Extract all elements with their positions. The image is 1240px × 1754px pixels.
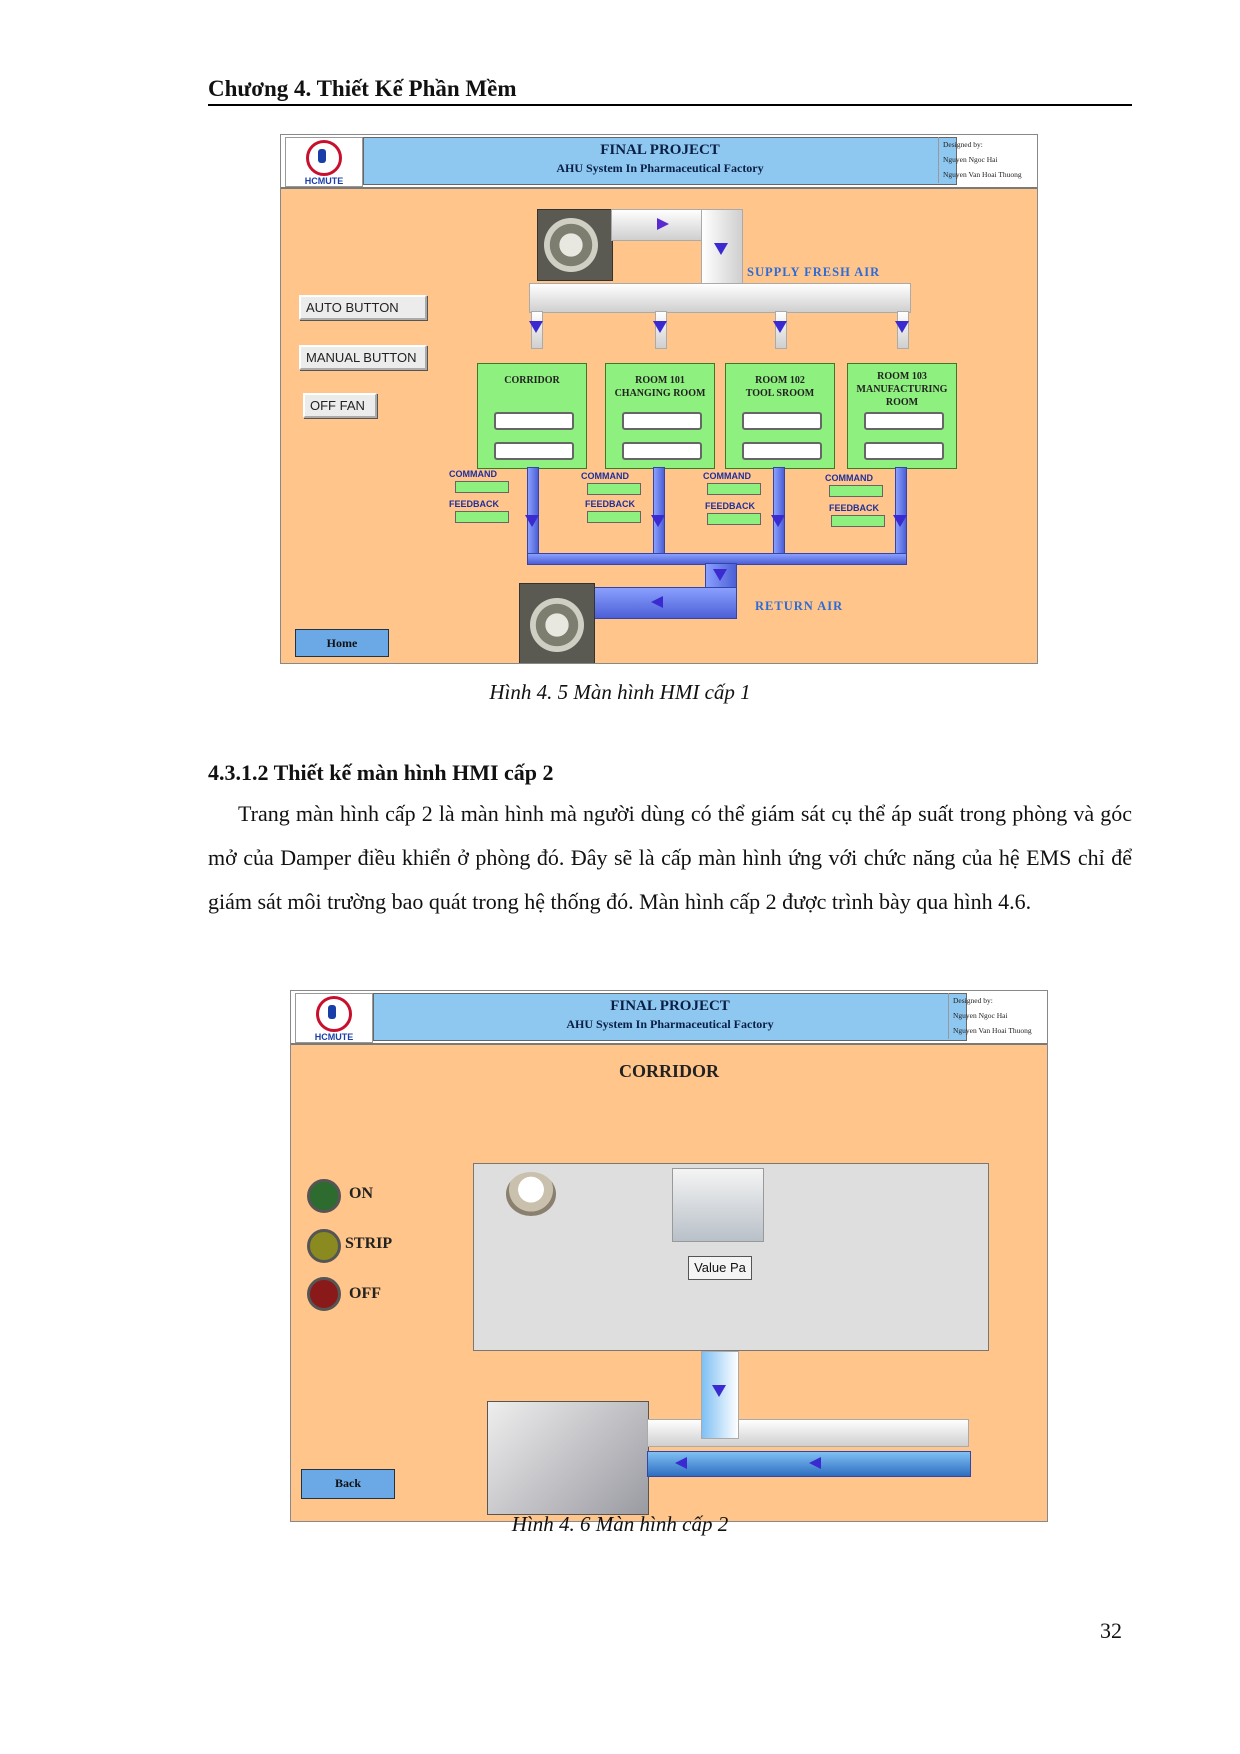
section-paragraph: Trang màn hình cấp 2 là màn hình mà ngườ… (208, 801, 1132, 914)
supply-duct (647, 1419, 969, 1447)
command-label-room102: COMMAND (703, 471, 751, 481)
off-fan-button[interactable]: OFF FAN (303, 393, 377, 418)
drop-arrow-room101 (653, 321, 667, 333)
feedback-label-room101: FEEDBACK (585, 499, 636, 509)
feedback-bar-room102 (707, 513, 761, 525)
pressure-value-field[interactable]: Value Pa (688, 1256, 752, 1280)
drop-arrow-room102 (773, 321, 787, 333)
chapter-header: Chương 4. Thiết Kế Phần Mềm (208, 76, 517, 101)
command-bar-room102 (707, 483, 761, 495)
command-label-room103: COMMAND (825, 473, 873, 483)
home-button[interactable]: Home (295, 629, 389, 657)
ahu-box (487, 1401, 649, 1515)
feedback-label-room103: FEEDBACK (829, 503, 880, 513)
supply-fan (537, 209, 613, 281)
page-number: 32 (1100, 1618, 1122, 1643)
hmi-level1-screen: HCMUTE FINAL PROJECT AHU System In Pharm… (280, 134, 1038, 664)
return-arrow-1 (675, 1457, 687, 1469)
back-button[interactable]: Back (301, 1469, 395, 1499)
supply-arrow-right (657, 218, 669, 230)
hmi-level2-screen: HCMUTE FINAL PROJECT AHU System In Pharm… (290, 990, 1048, 1522)
feedback-bar-corridor (455, 511, 509, 523)
lamp-off-indicator (307, 1277, 341, 1311)
damper-arrow-down (712, 1385, 726, 1397)
feedback-label-corridor: FEEDBACK (449, 499, 500, 509)
section-heading: 4.3.1.2 Thiết kế màn hình HMI cấp 2 (208, 760, 554, 785)
command-bar-corridor (455, 481, 509, 493)
project-title: FINAL PROJECT (600, 142, 720, 158)
feedback-label-room102: FEEDBACK (705, 501, 756, 511)
project-subtitle: AHU System In Pharmaceutical Factory (556, 161, 764, 175)
hmi-title-bar: HCMUTE FINAL PROJECT AHU System In Pharm… (281, 135, 1037, 189)
return-duct-bottom (591, 587, 737, 619)
auto-button[interactable]: AUTO BUTTON (299, 295, 427, 320)
project-title: FINAL PROJECT (610, 998, 730, 1014)
lamp-off-label: OFF (349, 1285, 381, 1302)
return-arrow-room103 (893, 515, 907, 527)
room-title: CORRIDOR (618, 1061, 719, 1081)
supply-header-duct (529, 283, 911, 313)
header-rule (208, 104, 1132, 106)
return-arrow-room101 (651, 515, 665, 527)
return-arrow-2 (809, 1457, 821, 1469)
hcmute-logo: HCMUTE (285, 137, 363, 187)
lamp-strip-indicator (307, 1229, 341, 1263)
hcmute-logo: HCMUTE (295, 993, 373, 1043)
supply-air-label: SUPPLY FRESH AIR (747, 265, 881, 279)
drop-arrow-corridor (529, 321, 543, 333)
command-label-room101: COMMAND (581, 471, 629, 481)
feedback-bar-room101 (587, 511, 641, 523)
project-subtitle: AHU System In Pharmaceutical Factory (566, 1017, 774, 1031)
manual-button[interactable]: MANUAL BUTTON (299, 345, 427, 370)
pressure-sensor-icon (506, 1172, 556, 1216)
project-title-box: FINAL PROJECT AHU System In Pharmaceutic… (363, 137, 957, 185)
room-corridor[interactable]: CORRIDOR (477, 363, 587, 469)
return-riser-room101 (653, 467, 665, 557)
command-label-corridor: COMMAND (449, 469, 497, 479)
lamp-on-label: ON (349, 1185, 373, 1202)
feedback-bar-room103 (831, 515, 885, 527)
command-bar-room101 (587, 483, 641, 495)
supply-arrow-down (714, 243, 728, 255)
return-riser-corridor (527, 467, 539, 557)
return-riser-room103 (895, 467, 907, 557)
drop-arrow-room103 (895, 321, 909, 333)
return-riser-room102 (773, 467, 785, 557)
designer-info: Designed by: Nguyen Ngoc Hai Nguyen Van … (948, 993, 1043, 1039)
figure-4-6-caption: Hình 4. 6 Màn hình cấp 2 (511, 1512, 729, 1536)
return-arrow-corridor (525, 515, 539, 527)
lamp-strip-label: STRIP (345, 1235, 393, 1252)
figure-4-5-caption: Hình 4. 5 Màn hình HMI cấp 1 (489, 680, 751, 704)
sensor-panel: Value Pa (473, 1163, 989, 1351)
designer-info: Designed by: Nguyen Ngoc Hai Nguyen Van … (938, 137, 1033, 183)
lamp-on-indicator (307, 1179, 341, 1213)
command-bar-room103 (829, 485, 883, 497)
damper-actuator-icon (672, 1168, 764, 1242)
hmi2-title-bar: HCMUTE FINAL PROJECT AHU System In Pharm… (291, 991, 1047, 1045)
return-air-label: RETURN AIR (755, 599, 844, 613)
return-arrow-left (651, 596, 663, 608)
return-arrow-room102 (771, 515, 785, 527)
return-arrow-down (713, 569, 727, 581)
return-fan (519, 583, 595, 663)
project-title-box: FINAL PROJECT AHU System In Pharmaceutic… (373, 993, 967, 1041)
